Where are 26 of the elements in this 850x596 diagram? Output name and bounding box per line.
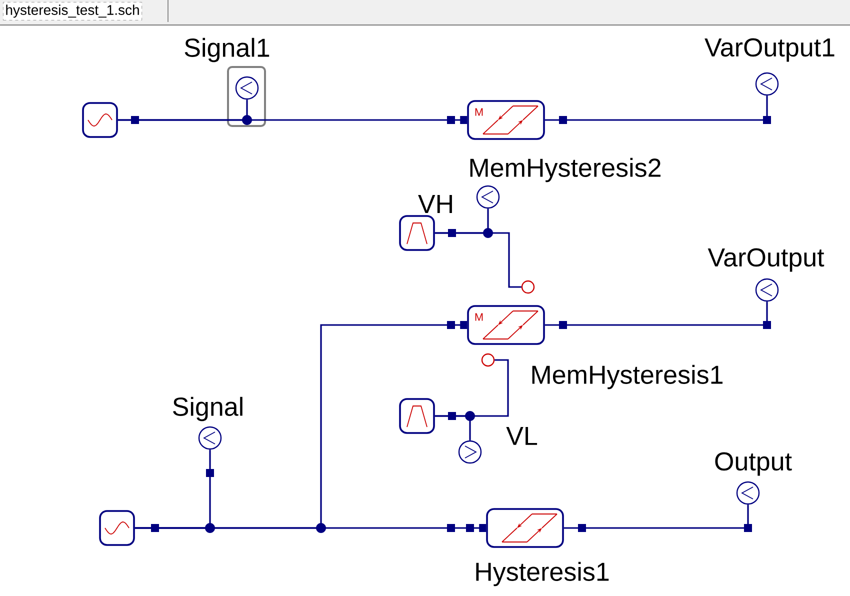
probe-symbol bbox=[476, 185, 500, 209]
wire bbox=[544, 302, 768, 326]
component-label: VH bbox=[418, 195, 452, 213]
wire bbox=[434, 232, 522, 288]
component-label: MemHysteresis1 bbox=[532, 364, 722, 390]
wire bbox=[564, 504, 749, 529]
input-pin bbox=[481, 353, 495, 367]
sine-source-symbol bbox=[82, 102, 118, 138]
input-pin bbox=[521, 280, 535, 294]
file-tab: hysteresis_test_1.sch bbox=[3, 2, 142, 20]
component-label: Hysteresis1 bbox=[476, 562, 609, 586]
probe-symbol bbox=[458, 440, 482, 464]
component-label: MemHysteresis2 bbox=[470, 158, 660, 182]
component-label: VarOutput bbox=[708, 248, 824, 272]
component-label: Output bbox=[715, 452, 792, 476]
wire bbox=[118, 100, 248, 121]
component-label: VL bbox=[506, 427, 538, 445]
wire bbox=[544, 96, 768, 121]
component-label: Signal bbox=[173, 396, 242, 422]
hysteresis-block: M bbox=[467, 100, 545, 140]
component-label: VarOutput1 bbox=[704, 38, 834, 62]
hysteresis-block: M bbox=[467, 305, 545, 345]
component-label: Signal1 bbox=[184, 38, 270, 62]
wire bbox=[434, 359, 509, 417]
sine-source-symbol bbox=[99, 510, 135, 546]
wire bbox=[134, 524, 486, 532]
